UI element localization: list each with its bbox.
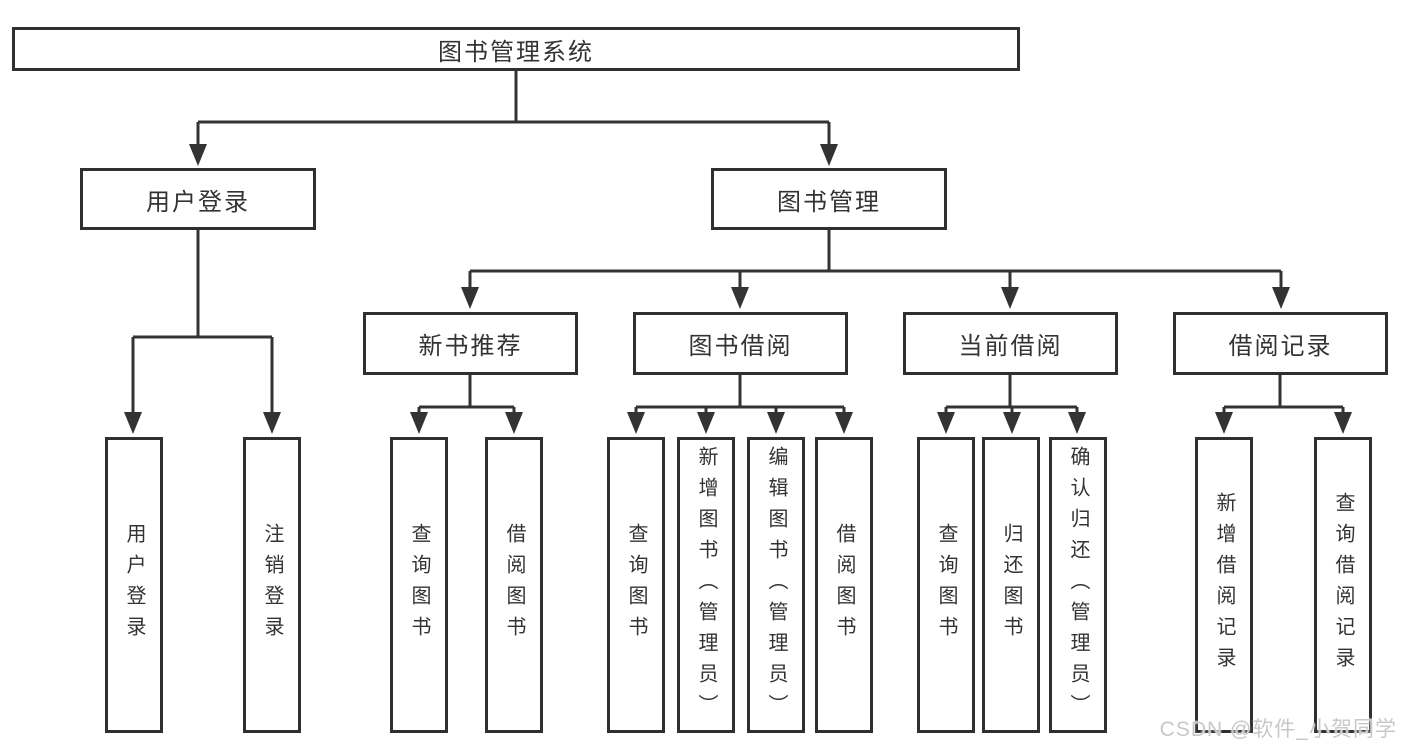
node-book-management: 图书管理 — [711, 168, 947, 230]
node-label: 图书管理 — [777, 188, 881, 216]
node-label: 用户登录 — [146, 188, 250, 216]
leaf-bb-borrow-books: 借阅图书 — [815, 437, 873, 733]
leaf-bb-add-books-admin: 新增图书（管理员） — [677, 437, 735, 733]
leaf-logout: 注销登录 — [243, 437, 301, 733]
node-label: 新增借阅记录 — [1213, 492, 1235, 678]
node-borrowing-records: 借阅记录 — [1173, 312, 1388, 375]
node-library-management-system: 图书管理系统 — [12, 27, 1020, 71]
node-current-borrowing: 当前借阅 — [903, 312, 1118, 375]
node-label: 当前借阅 — [958, 333, 1063, 360]
csdn-watermark: CSDN @软件_小贺同学 — [1159, 718, 1397, 741]
leaf-br-add-record: 新增借阅记录 — [1195, 437, 1253, 733]
node-label: 查询图书 — [408, 523, 430, 647]
leaf-user-login: 用户登录 — [105, 437, 163, 733]
node-label: 借阅图书 — [833, 523, 855, 647]
leaf-cb-query-books: 查询图书 — [917, 437, 975, 733]
leaf-cb-return-books: 归还图书 — [982, 437, 1040, 733]
leaf-cb-confirm-return-admin: 确认归还（管理员） — [1049, 437, 1107, 733]
node-label: 查询图书 — [935, 523, 957, 647]
node-label: 新书推荐 — [418, 333, 523, 360]
node-label: 查询借阅记录 — [1332, 492, 1354, 678]
node-label: 图书借阅 — [688, 333, 793, 360]
leaf-br-query-record: 查询借阅记录 — [1314, 437, 1372, 733]
node-book-borrowing: 图书借阅 — [633, 312, 848, 375]
node-label: 新增图书（管理员） — [695, 445, 717, 725]
node-label: 编辑图书（管理员） — [765, 445, 787, 725]
node-label: 归还图书 — [1000, 523, 1022, 647]
leaf-bb-edit-books-admin: 编辑图书（管理员） — [747, 437, 805, 733]
node-label: 确认归还（管理员） — [1067, 445, 1089, 725]
leaf-nbr-query-books: 查询图书 — [390, 437, 448, 733]
node-label: 用户登录 — [123, 523, 145, 647]
node-user-login: 用户登录 — [80, 168, 316, 230]
node-label: 查询图书 — [625, 523, 647, 647]
node-label: 注销登录 — [261, 523, 283, 647]
node-new-book-recommend: 新书推荐 — [363, 312, 578, 375]
node-label: 借阅记录 — [1228, 333, 1333, 360]
leaf-bb-query-books: 查询图书 — [607, 437, 665, 733]
node-label: 借阅图书 — [503, 523, 525, 647]
leaf-nbr-borrow-books: 借阅图书 — [485, 437, 543, 733]
node-label: 图书管理系统 — [438, 38, 594, 66]
